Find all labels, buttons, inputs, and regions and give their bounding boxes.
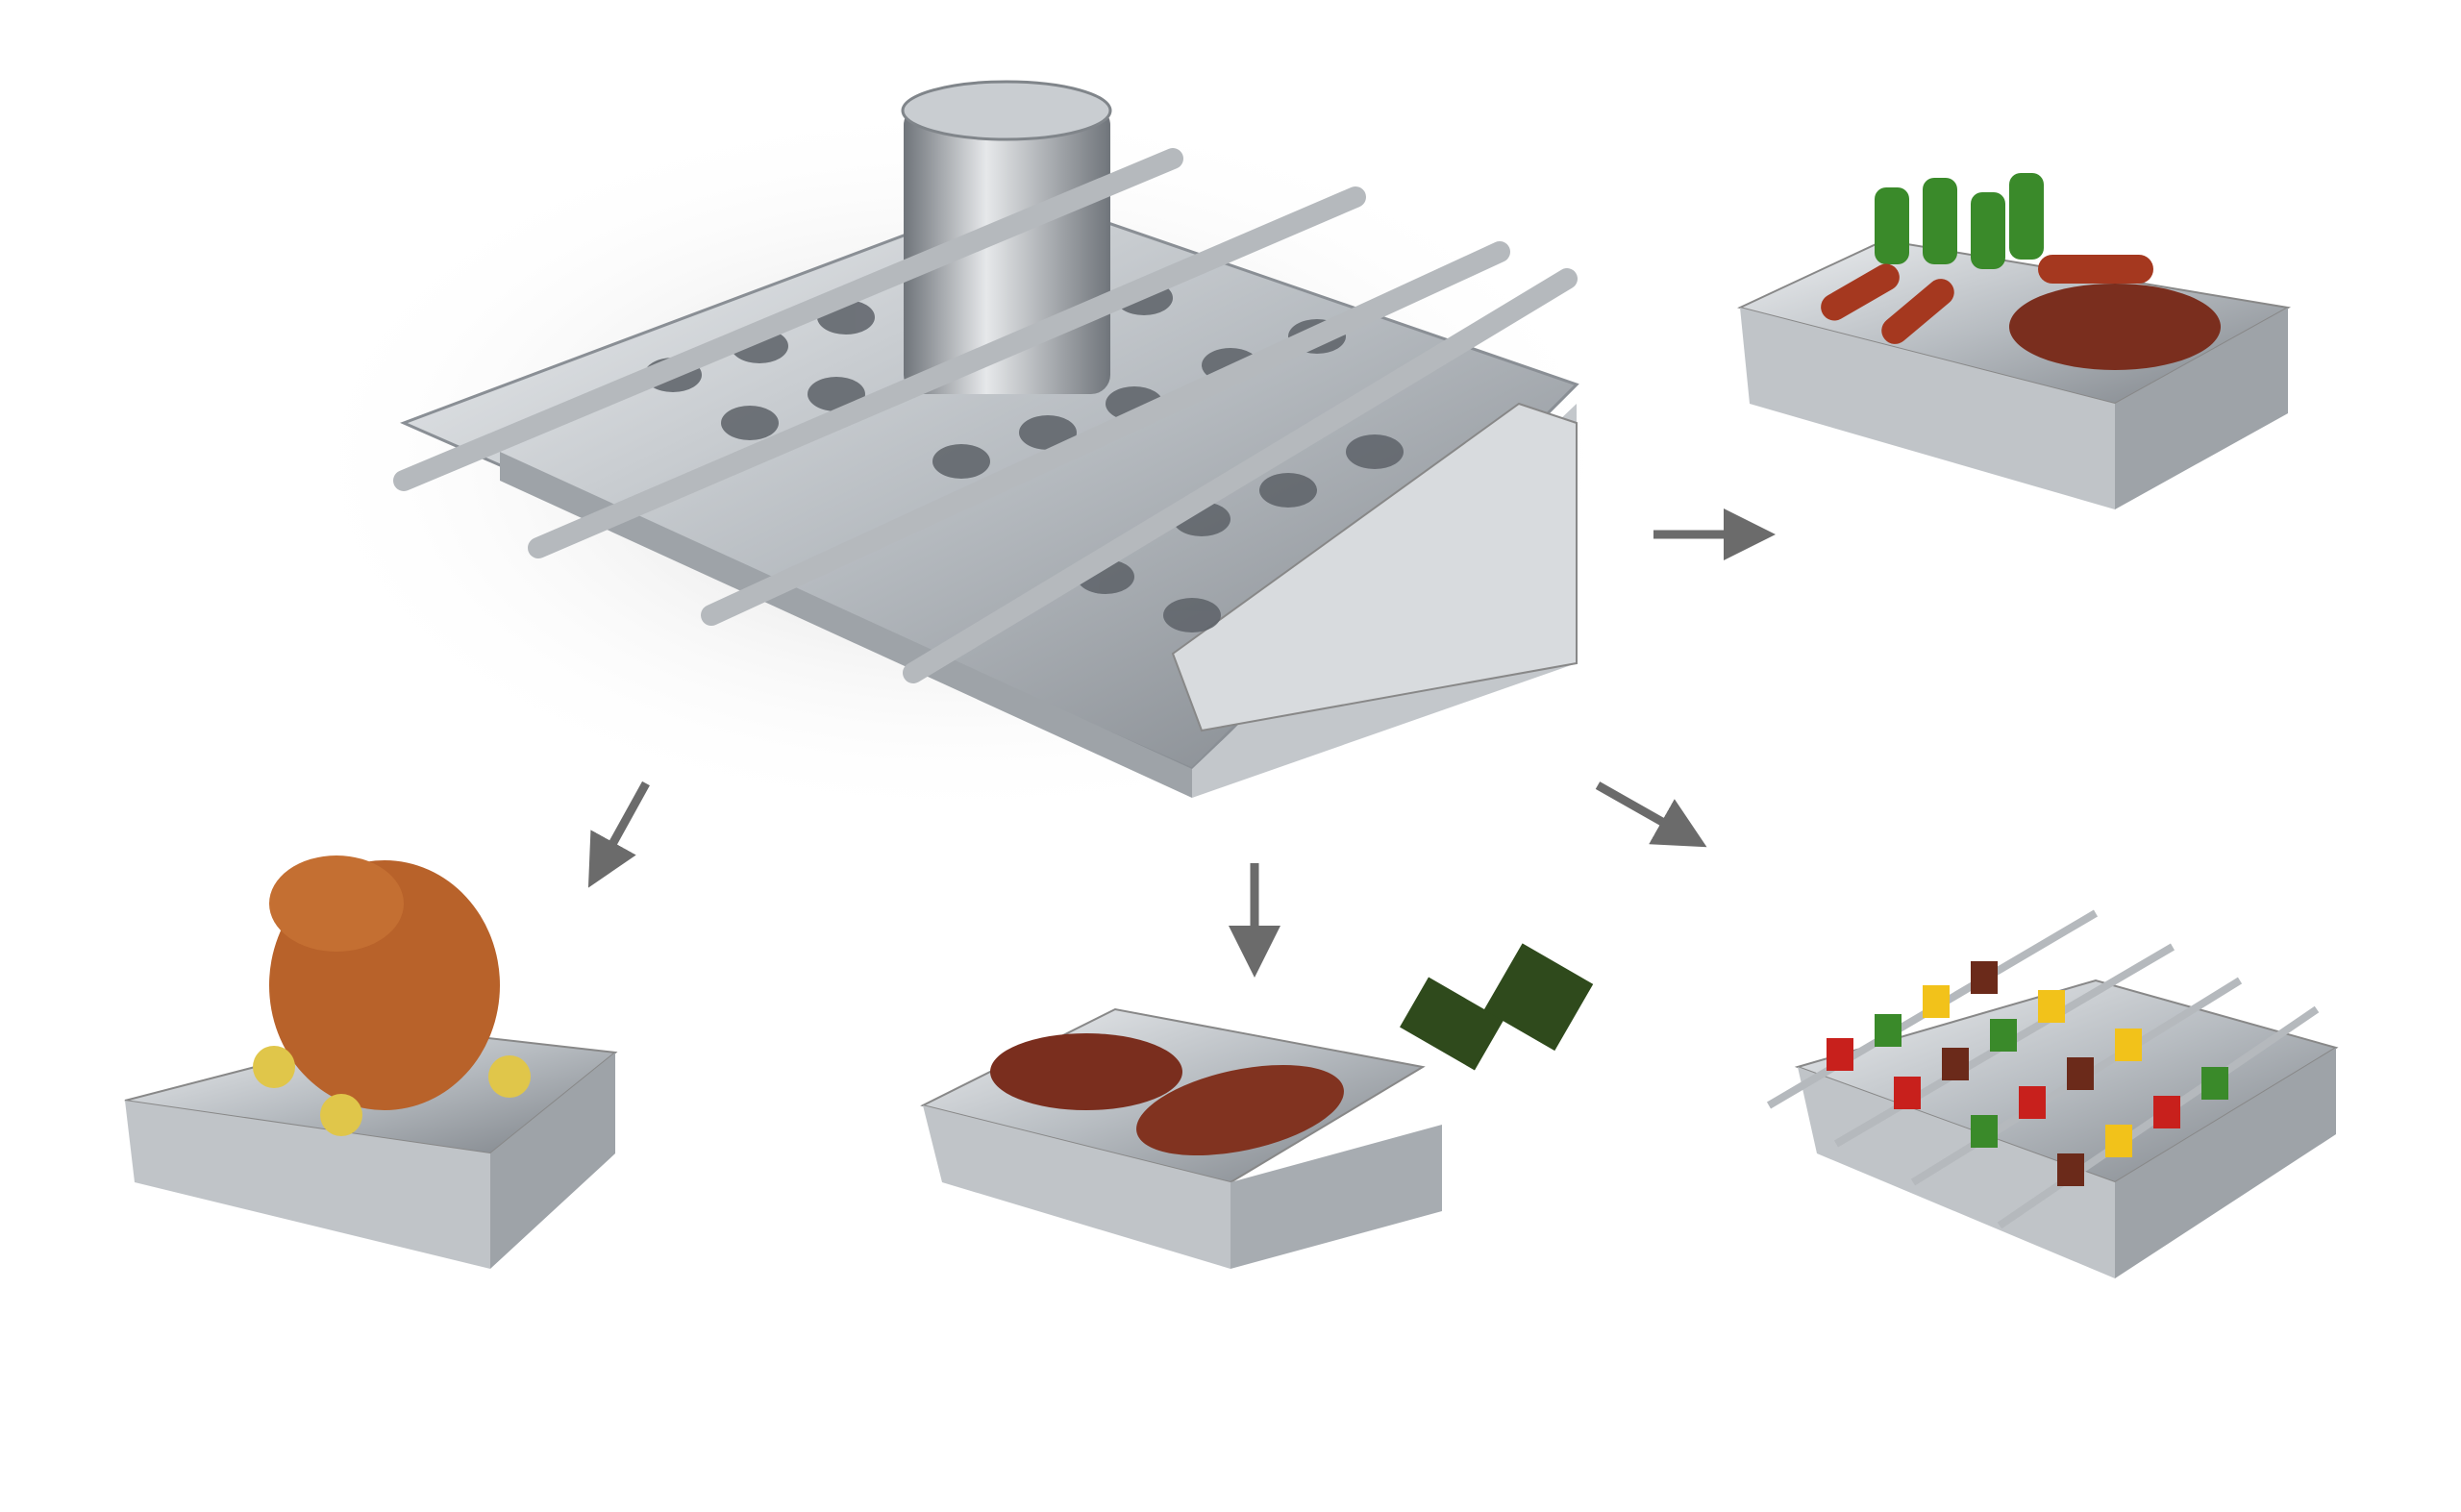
tray-with-kebabs	[1766, 909, 2339, 1278]
main-grill-set	[288, 80, 1634, 827]
tray-with-peppers-sausages	[1737, 173, 2291, 509]
skewers	[393, 148, 1578, 683]
tray-with-steak-and-wine	[920, 943, 1594, 1269]
arrow-down-left-icon	[587, 781, 650, 888]
tray-with-chicken	[124, 855, 618, 1269]
arrow-down-right-icon	[1595, 781, 1707, 848]
